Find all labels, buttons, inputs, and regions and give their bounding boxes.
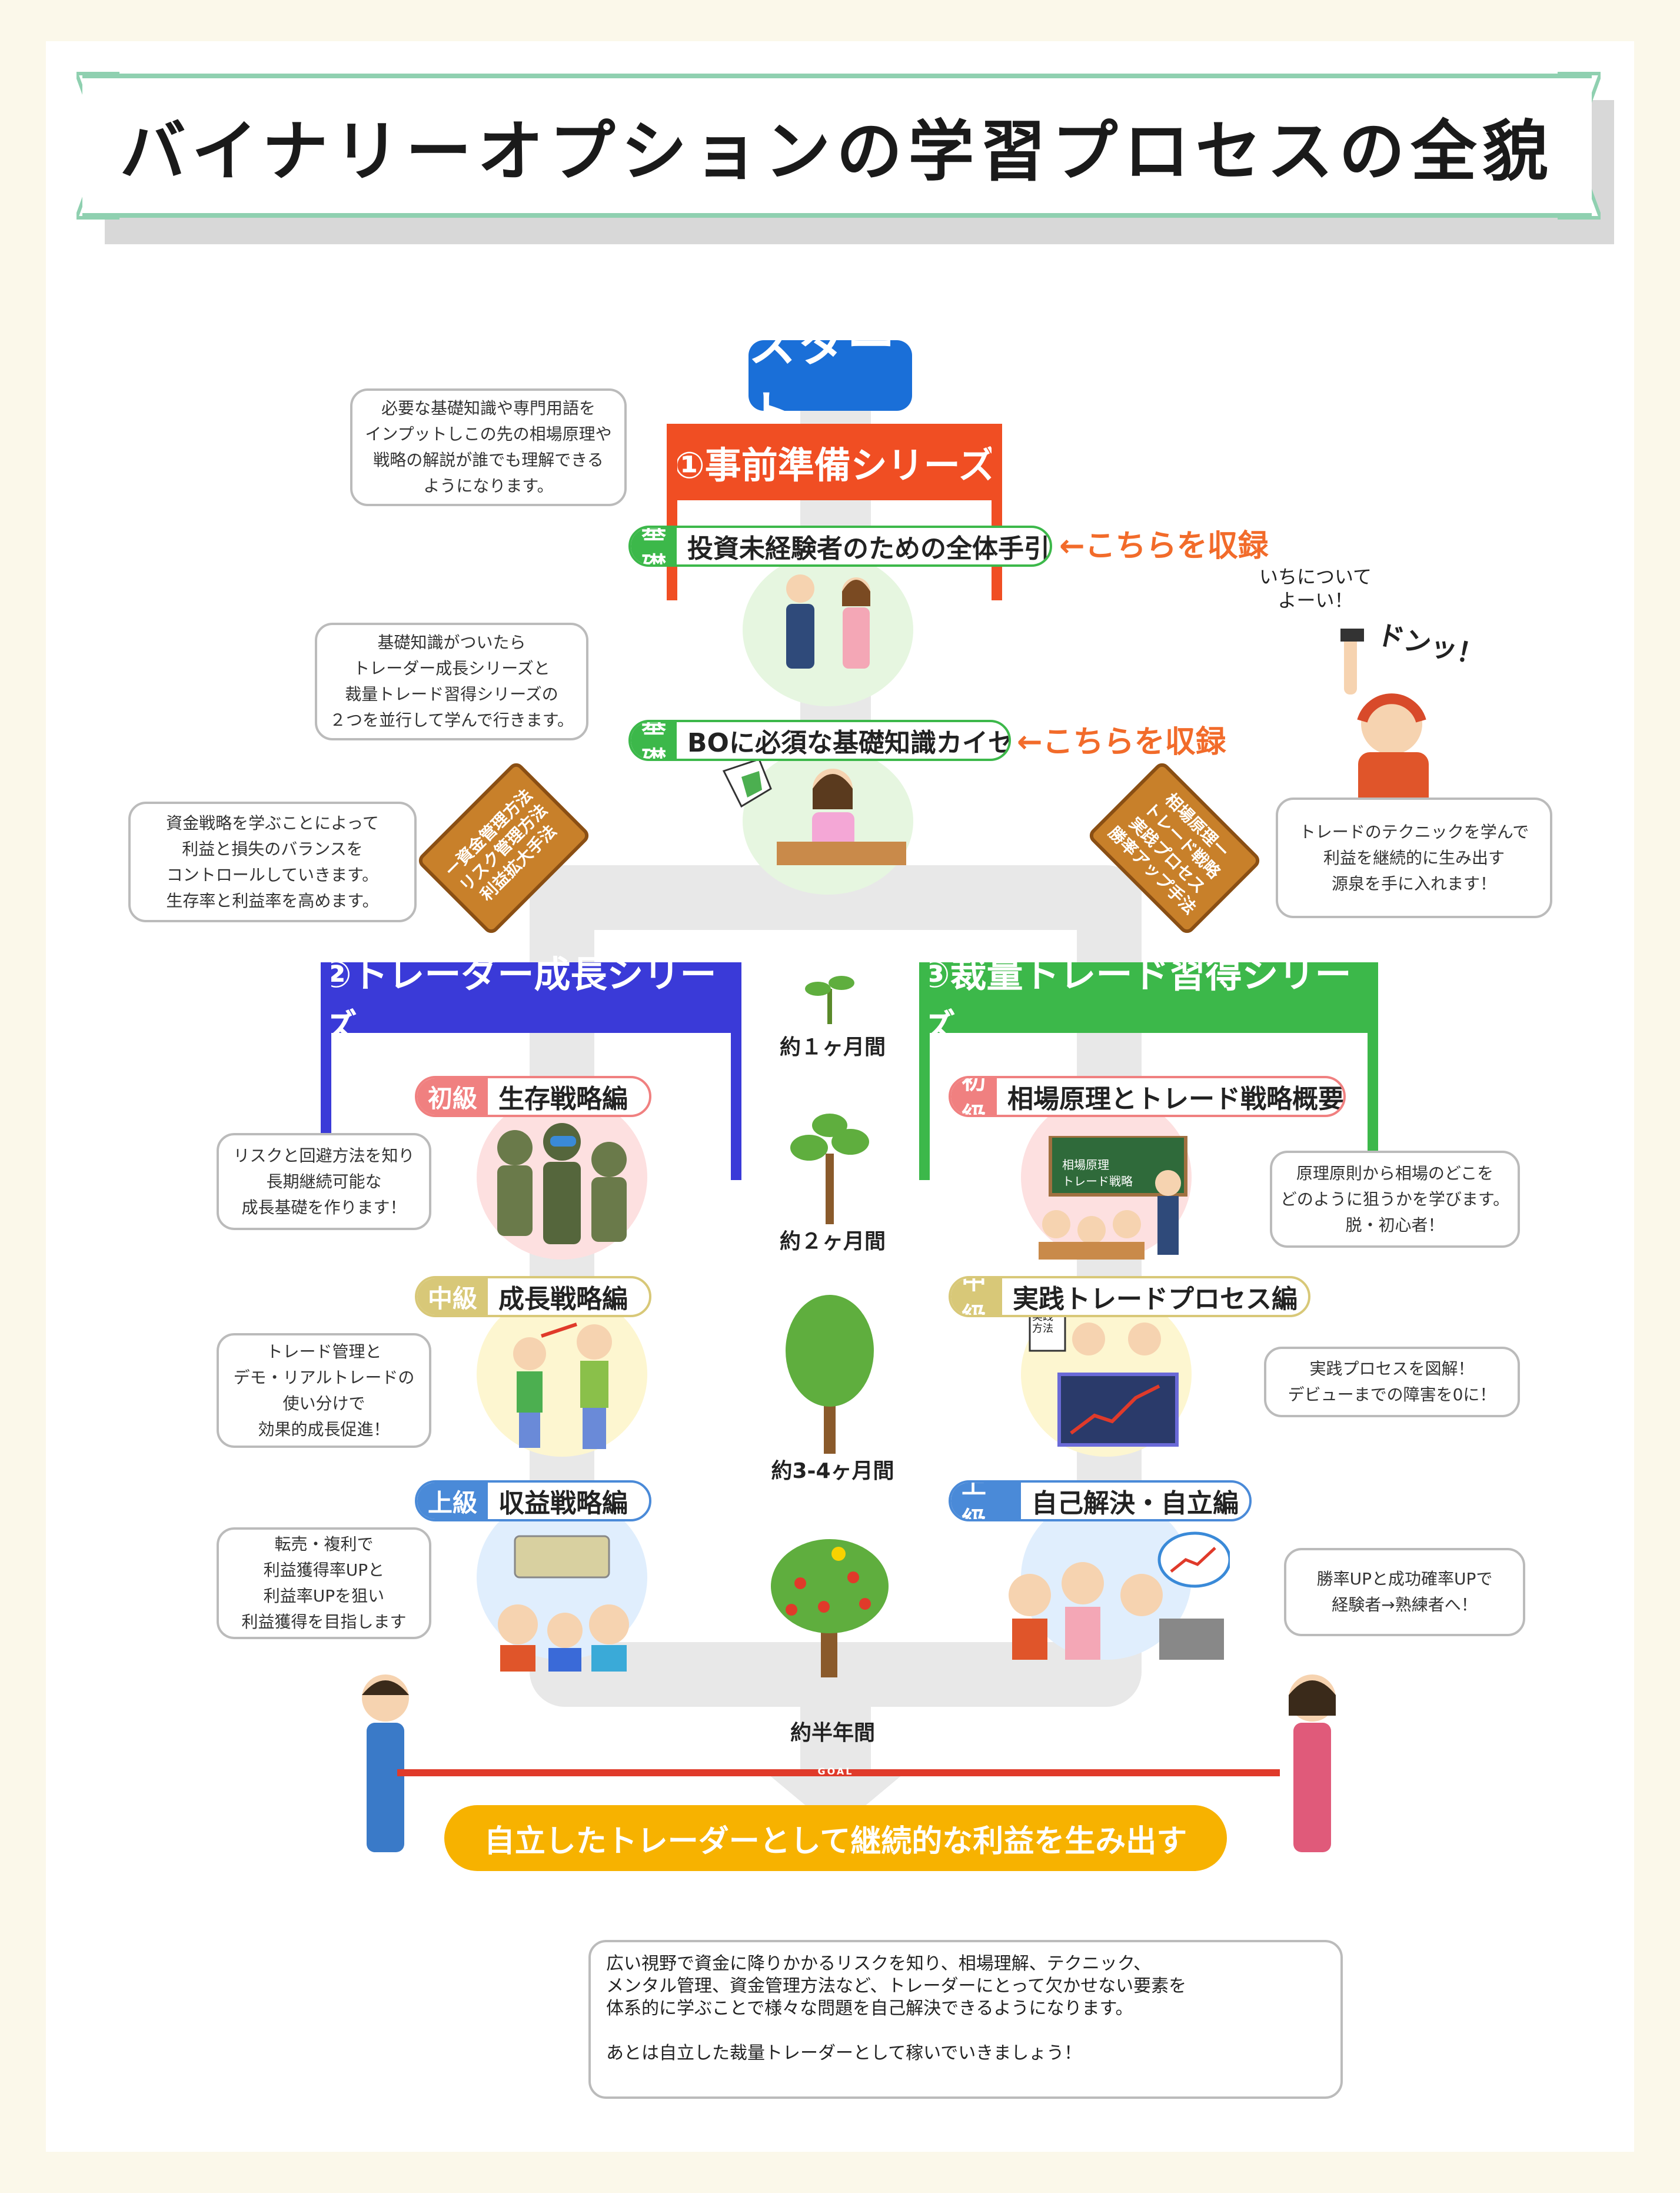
prep-item-1-tag[interactable]: 基礎 投資未経験者のための全体手引書 bbox=[628, 526, 1052, 567]
summary-line-2: メンタル管理、資金管理方法など、トレーダーにとって欠かせない要素を bbox=[606, 1976, 1187, 1996]
tape-holder-woman-illustration bbox=[1289, 1674, 1336, 1852]
self-solving-illustration bbox=[1009, 1531, 1230, 1660]
starter-pistol-person-illustration bbox=[1340, 629, 1429, 817]
prep-item-2-note: ←こちらを収録 bbox=[1017, 725, 1226, 760]
summary-box: 広い視野で資金に降りかかるリスクを知り、相場理解、テクニック、 メンタル管理、資… bbox=[588, 1940, 1343, 2099]
growth-intermediate-illustration-bg bbox=[477, 1292, 647, 1457]
disc-advanced-text: 自己解決・自立編 bbox=[1032, 1488, 1239, 1519]
page-title: バイナリーオプションの学習プロセスの全貌 bbox=[119, 113, 1555, 190]
discretionary-series-banner: ③裁量トレード習得シリーズ bbox=[919, 953, 1378, 1049]
speech-bubble-disc-beginner: 原理原則から相場のどこをどのように狙うかを学びます。脱・初心者！ bbox=[1270, 1151, 1520, 1248]
height-growth-illustration bbox=[513, 1323, 612, 1449]
period-1: 約１ヶ月間 bbox=[779, 1035, 886, 1059]
growth-advanced-level: 上級 bbox=[417, 1483, 488, 1519]
disc-beginner-text: 相場原理とトレード戦略概要編 bbox=[1007, 1084, 1346, 1114]
young-tree-icon bbox=[790, 1114, 869, 1224]
growth-beginner-text: 生存戦略編 bbox=[498, 1084, 628, 1114]
period-4: 約半年間 bbox=[790, 1721, 875, 1745]
trading-chart-illustration bbox=[1029, 1308, 1179, 1447]
speech-bubble-growth-advanced: 転売・複利で利益獲得率UPと利益率UPを狙い利益獲得を目指します bbox=[217, 1527, 431, 1639]
sprout-icon bbox=[805, 976, 854, 1024]
disc-advanced-tag[interactable]: 上級 自己解決・自立編 bbox=[949, 1480, 1252, 1521]
starter-speech: いちについて よーい！ bbox=[1259, 566, 1372, 612]
period-2: 約２ヶ月間 bbox=[779, 1230, 886, 1254]
goal-tape-label: GOAL bbox=[817, 1766, 854, 1777]
growth-intermediate-level: 中級 bbox=[417, 1278, 488, 1315]
discretionary-gate-pole-right bbox=[1368, 962, 1378, 1180]
road-center-bottom bbox=[800, 1695, 871, 1783]
speech-bubble-disc-intermediate: 実践プロセスを図解！デビューまでの障害を0に！ bbox=[1264, 1347, 1520, 1417]
prep-item-1-text: 投資未経験者のための全体手引書 bbox=[687, 534, 1052, 564]
summary-line-1: 広い視野で資金に降りかかるリスクを知り、相場理解、テクニック、 bbox=[606, 1953, 1152, 1974]
growth-beginner-level: 初級 bbox=[417, 1078, 488, 1115]
disc-beginner-level: 初級 bbox=[951, 1078, 997, 1115]
road-arrow-head bbox=[765, 1772, 906, 1830]
classroom-illustration bbox=[1039, 1136, 1187, 1260]
growth-intermediate-tag[interactable]: 中級 成長戦略編 bbox=[415, 1276, 651, 1317]
prep-series-banner: ①事前準備シリーズ bbox=[667, 424, 1002, 500]
summary-line-3: 体系的に学ぶことで様々な問題を自己解決できるようになります。 bbox=[606, 1998, 1133, 2019]
disc-intermediate-tag[interactable]: 中級 実践トレードプロセス編 bbox=[949, 1276, 1310, 1317]
soldiers-illustration bbox=[497, 1123, 627, 1244]
speech-bubble-discretionary-intro: トレードのテクニックを学んで利益を継続的に生み出す源泉を手に入れます！ bbox=[1276, 798, 1552, 918]
speech-bubble-disc-advanced: 勝率UPと成功確率UPで経験者→熟練者へ！ bbox=[1284, 1548, 1525, 1636]
prep-item-2-tag[interactable]: 基礎 BOに必須な基礎知識カイセツ書 bbox=[628, 720, 1011, 761]
speech-bubble-growth-intermediate: トレード管理とデモ・リアルトレードの使い分けで効果的成長促進！ bbox=[217, 1333, 431, 1448]
summary-line-5: あとは自立した裁量トレーダーとして稼いでいきましょう！ bbox=[606, 2043, 1082, 2064]
prep-item-2-text: BOに必須な基礎知識カイセツ書 bbox=[687, 728, 1011, 758]
speech-bubble-growth-intro: 資金戦略を学ぶことによって利益と損失のバランスをコントロールしていきます。生存率… bbox=[128, 802, 417, 922]
speech-bubble-prep-intro: 必要な基礎知識や専門用語をインプットしこの先の相場原理や戦略の解説が誰でも理解で… bbox=[350, 388, 627, 506]
business-people-illustration bbox=[786, 574, 870, 669]
prep-gate-pole-left bbox=[667, 424, 677, 600]
growth-advanced-tag[interactable]: 上級 収益戦略編 bbox=[415, 1480, 651, 1521]
growth-gate-pole-right bbox=[731, 962, 741, 1180]
prep-item-1-note: ←こちらを収録 bbox=[1059, 529, 1269, 564]
title-ribbon bbox=[82, 74, 1592, 218]
prep-item-1-level: 基礎 bbox=[631, 528, 677, 564]
prep-gate-pole-right bbox=[992, 424, 1002, 600]
blackboard-text: 相場原理 トレード戦略 bbox=[1062, 1158, 1133, 1188]
disc-beginner-tag[interactable]: 初級 相場原理とトレード戦略概要編 bbox=[949, 1076, 1346, 1117]
disc-intermediate-level: 中級 bbox=[951, 1278, 1002, 1315]
prep-item-1-illustration-bg bbox=[743, 553, 913, 706]
studying-girl-illustration bbox=[722, 758, 906, 865]
discretionary-series-label: ③裁量トレード習得シリーズ bbox=[919, 953, 1352, 1049]
growth-beginner-tag[interactable]: 初級 生存戦略編 bbox=[415, 1076, 651, 1117]
growth-series-banner: ②トレーダー成長シリーズ bbox=[321, 953, 741, 1049]
grown-tree-icon bbox=[786, 1295, 874, 1454]
tape-holder-man-illustration bbox=[362, 1674, 409, 1852]
cash-celebration-illustration bbox=[498, 1535, 629, 1672]
disc-intermediate-text: 実践トレードプロセス編 bbox=[1013, 1284, 1298, 1314]
goal-tape bbox=[397, 1769, 1280, 1776]
prep-item-2-level: 基礎 bbox=[631, 722, 677, 759]
discretionary-gate-pole-left bbox=[919, 962, 930, 1180]
goal-statement: 自立したトレーダーとして継続的な利益を生み出す bbox=[444, 1805, 1227, 1871]
summary-line-4 bbox=[606, 2020, 1325, 2042]
start-label: スタート bbox=[748, 318, 912, 441]
growth-advanced-text: 収益戦略編 bbox=[498, 1488, 628, 1519]
speech-bubble-growth-beginner: リスクと回避方法を知り長期継続可能な成長基礎を作ります！ bbox=[217, 1133, 431, 1230]
prep-series-label: ①事前準備シリーズ bbox=[674, 444, 995, 487]
growth-series-label: ②トレーダー成長シリーズ bbox=[321, 953, 717, 1049]
growth-intermediate-text: 成長戦略編 bbox=[498, 1284, 628, 1314]
fruit-tree-icon bbox=[771, 1539, 889, 1677]
period-3: 約3-4ヶ月間 bbox=[771, 1459, 894, 1483]
disc-advanced-level: 上級 bbox=[951, 1483, 1021, 1519]
growth-gate-pole-left bbox=[321, 962, 331, 1180]
